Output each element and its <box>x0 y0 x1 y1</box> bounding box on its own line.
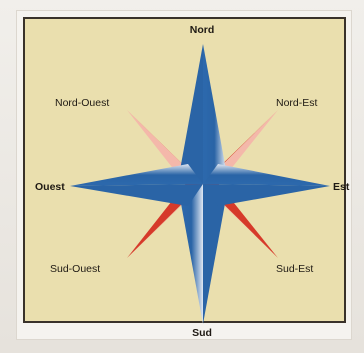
label-southeast: Sud-Est <box>276 263 313 275</box>
label-west: Ouest <box>35 181 65 193</box>
label-east: Est <box>333 181 350 193</box>
label-south: Sud <box>192 327 212 339</box>
label-northeast: Nord-Est <box>276 97 318 109</box>
label-northwest: Nord-Ouest <box>55 97 109 109</box>
label-southwest: Sud-Ouest <box>50 263 100 275</box>
label-north: Nord <box>190 24 215 36</box>
